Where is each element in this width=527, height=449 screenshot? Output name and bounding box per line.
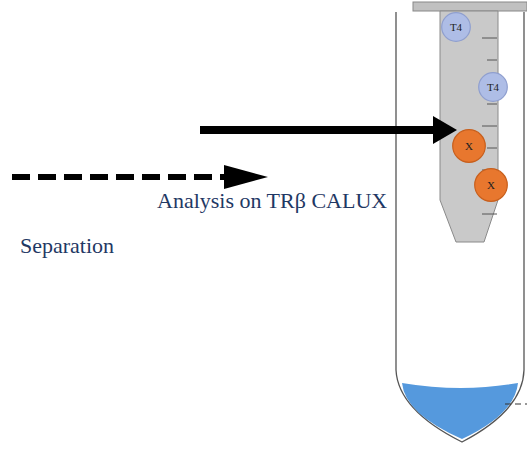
tube-outline	[396, 12, 524, 442]
particle-label: X	[452, 129, 486, 163]
particle-label: T4	[478, 72, 508, 102]
particle-circle: T4	[478, 72, 508, 102]
scale-tick	[487, 148, 497, 149]
dashed-arrow-head	[224, 165, 268, 189]
scale-tick	[482, 214, 497, 215]
scale-tick	[482, 38, 497, 39]
annotation-label: Separation	[18, 234, 116, 258]
circle-shape	[453, 130, 486, 163]
particle-circle: X	[474, 168, 508, 202]
dashed-arrow	[12, 174, 226, 180]
scale-tick	[487, 104, 497, 105]
particle-label: X	[474, 168, 508, 202]
particle-circle: X	[452, 129, 486, 163]
annotation-label: Analysis on TRβ CALUX	[155, 189, 389, 213]
tube-cap	[413, 2, 527, 11]
circle-shape	[479, 73, 508, 102]
circle-shape	[475, 169, 508, 202]
scale-tick	[487, 60, 497, 61]
solid-arrow	[200, 126, 436, 134]
particle-circle: T4	[441, 12, 471, 42]
liquid	[402, 383, 518, 439]
liquid-level-line	[505, 403, 527, 404]
circle-shape	[442, 13, 471, 42]
particle-label: T4	[441, 12, 471, 42]
scale-tick	[482, 126, 497, 127]
